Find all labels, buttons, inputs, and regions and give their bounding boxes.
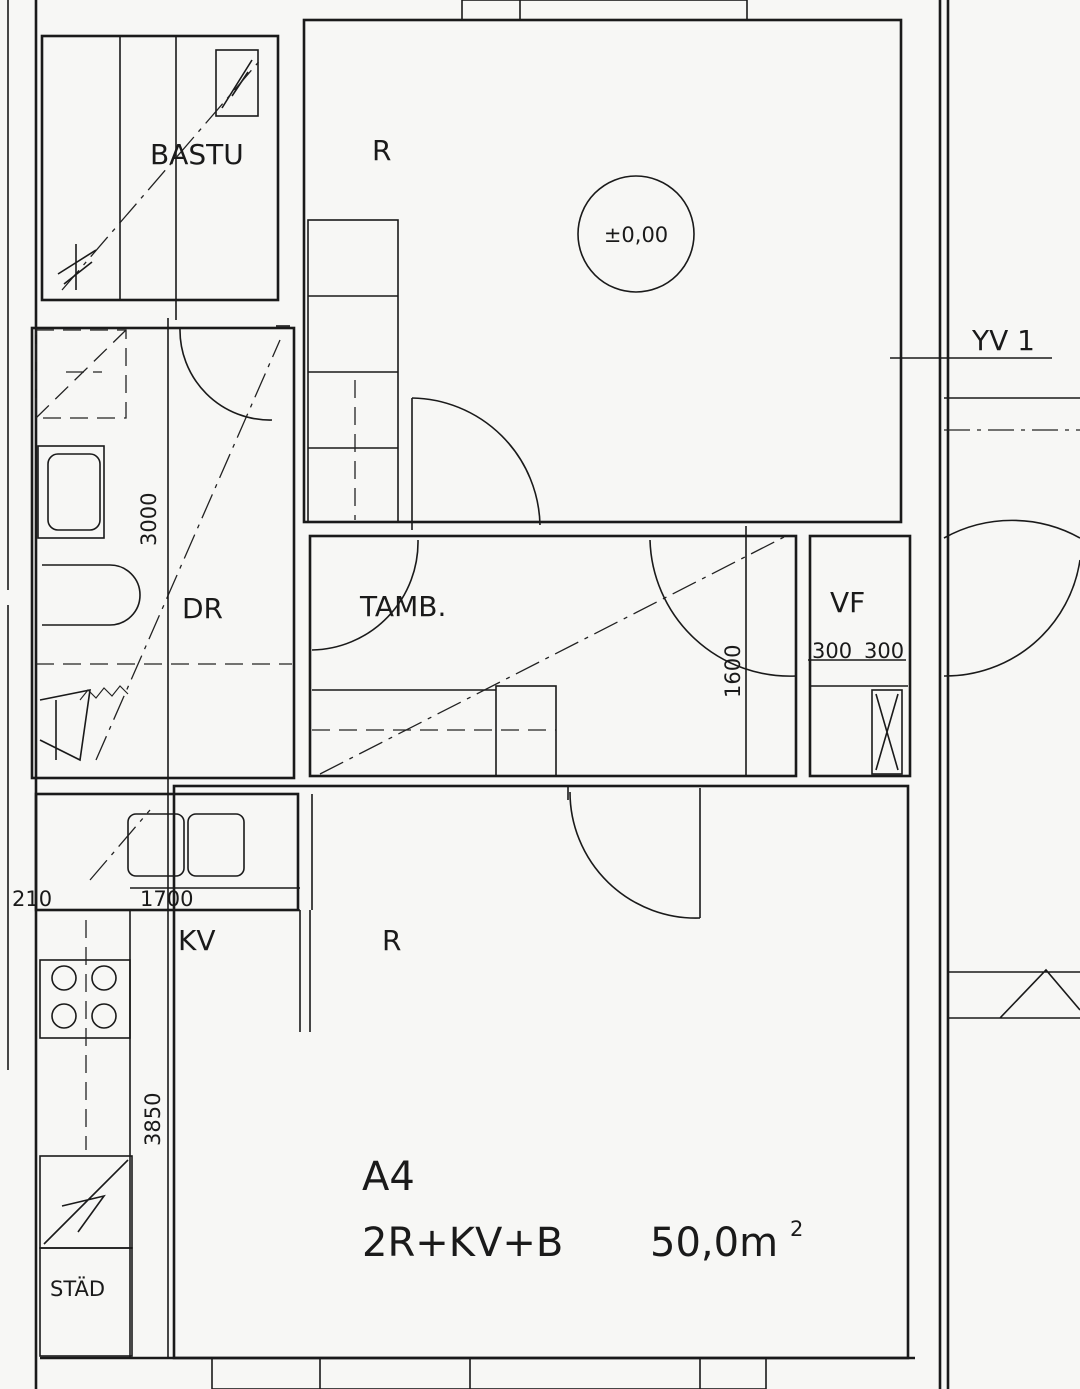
apartment-id: A4 [362,1154,415,1200]
dimension-3850: 3850 [141,1093,165,1146]
apartment-area: 50,0m [650,1220,778,1266]
room-label-stad: STÄD [50,1276,105,1301]
dimension-1600: 1600 [721,645,745,698]
dr-walls [30,318,296,1358]
section-mark: YV 1 [971,324,1035,357]
apartment-area-unit-sup: 2 [790,1217,803,1241]
room-label-tamb: TAMB. [359,590,446,623]
dimension-3000: 3000 [137,493,161,546]
room-label-r-bottom: R [382,924,401,957]
dimension-300-a: 300 [812,639,852,663]
dimension-300-b: 300 [864,639,904,663]
tamb-walls [308,526,798,778]
kv-walls [34,792,311,1358]
room-label-dr: DR [182,592,223,625]
apartment-composition: 2R+KV+B [362,1220,563,1266]
room-r-top-walls [302,0,1052,530]
vf-walls [808,397,1080,1019]
dimension-1700: 1700 [140,887,193,911]
level-mark: ±0,00 [604,223,668,247]
room-label-vf: VF [830,586,865,619]
room-r-bottom-walls [172,784,910,1389]
room-label-kv: KV [178,924,216,957]
bastu-walls [40,34,280,320]
dimension-210: 210 [12,887,52,911]
room-label-r-top: R [372,134,391,167]
exterior-walls [7,0,950,1389]
labels: BASTU R ±0,00 YV 1 DR TAMB. VF KV R STÄD… [12,134,1035,1301]
room-label-bastu: BASTU [150,138,244,171]
